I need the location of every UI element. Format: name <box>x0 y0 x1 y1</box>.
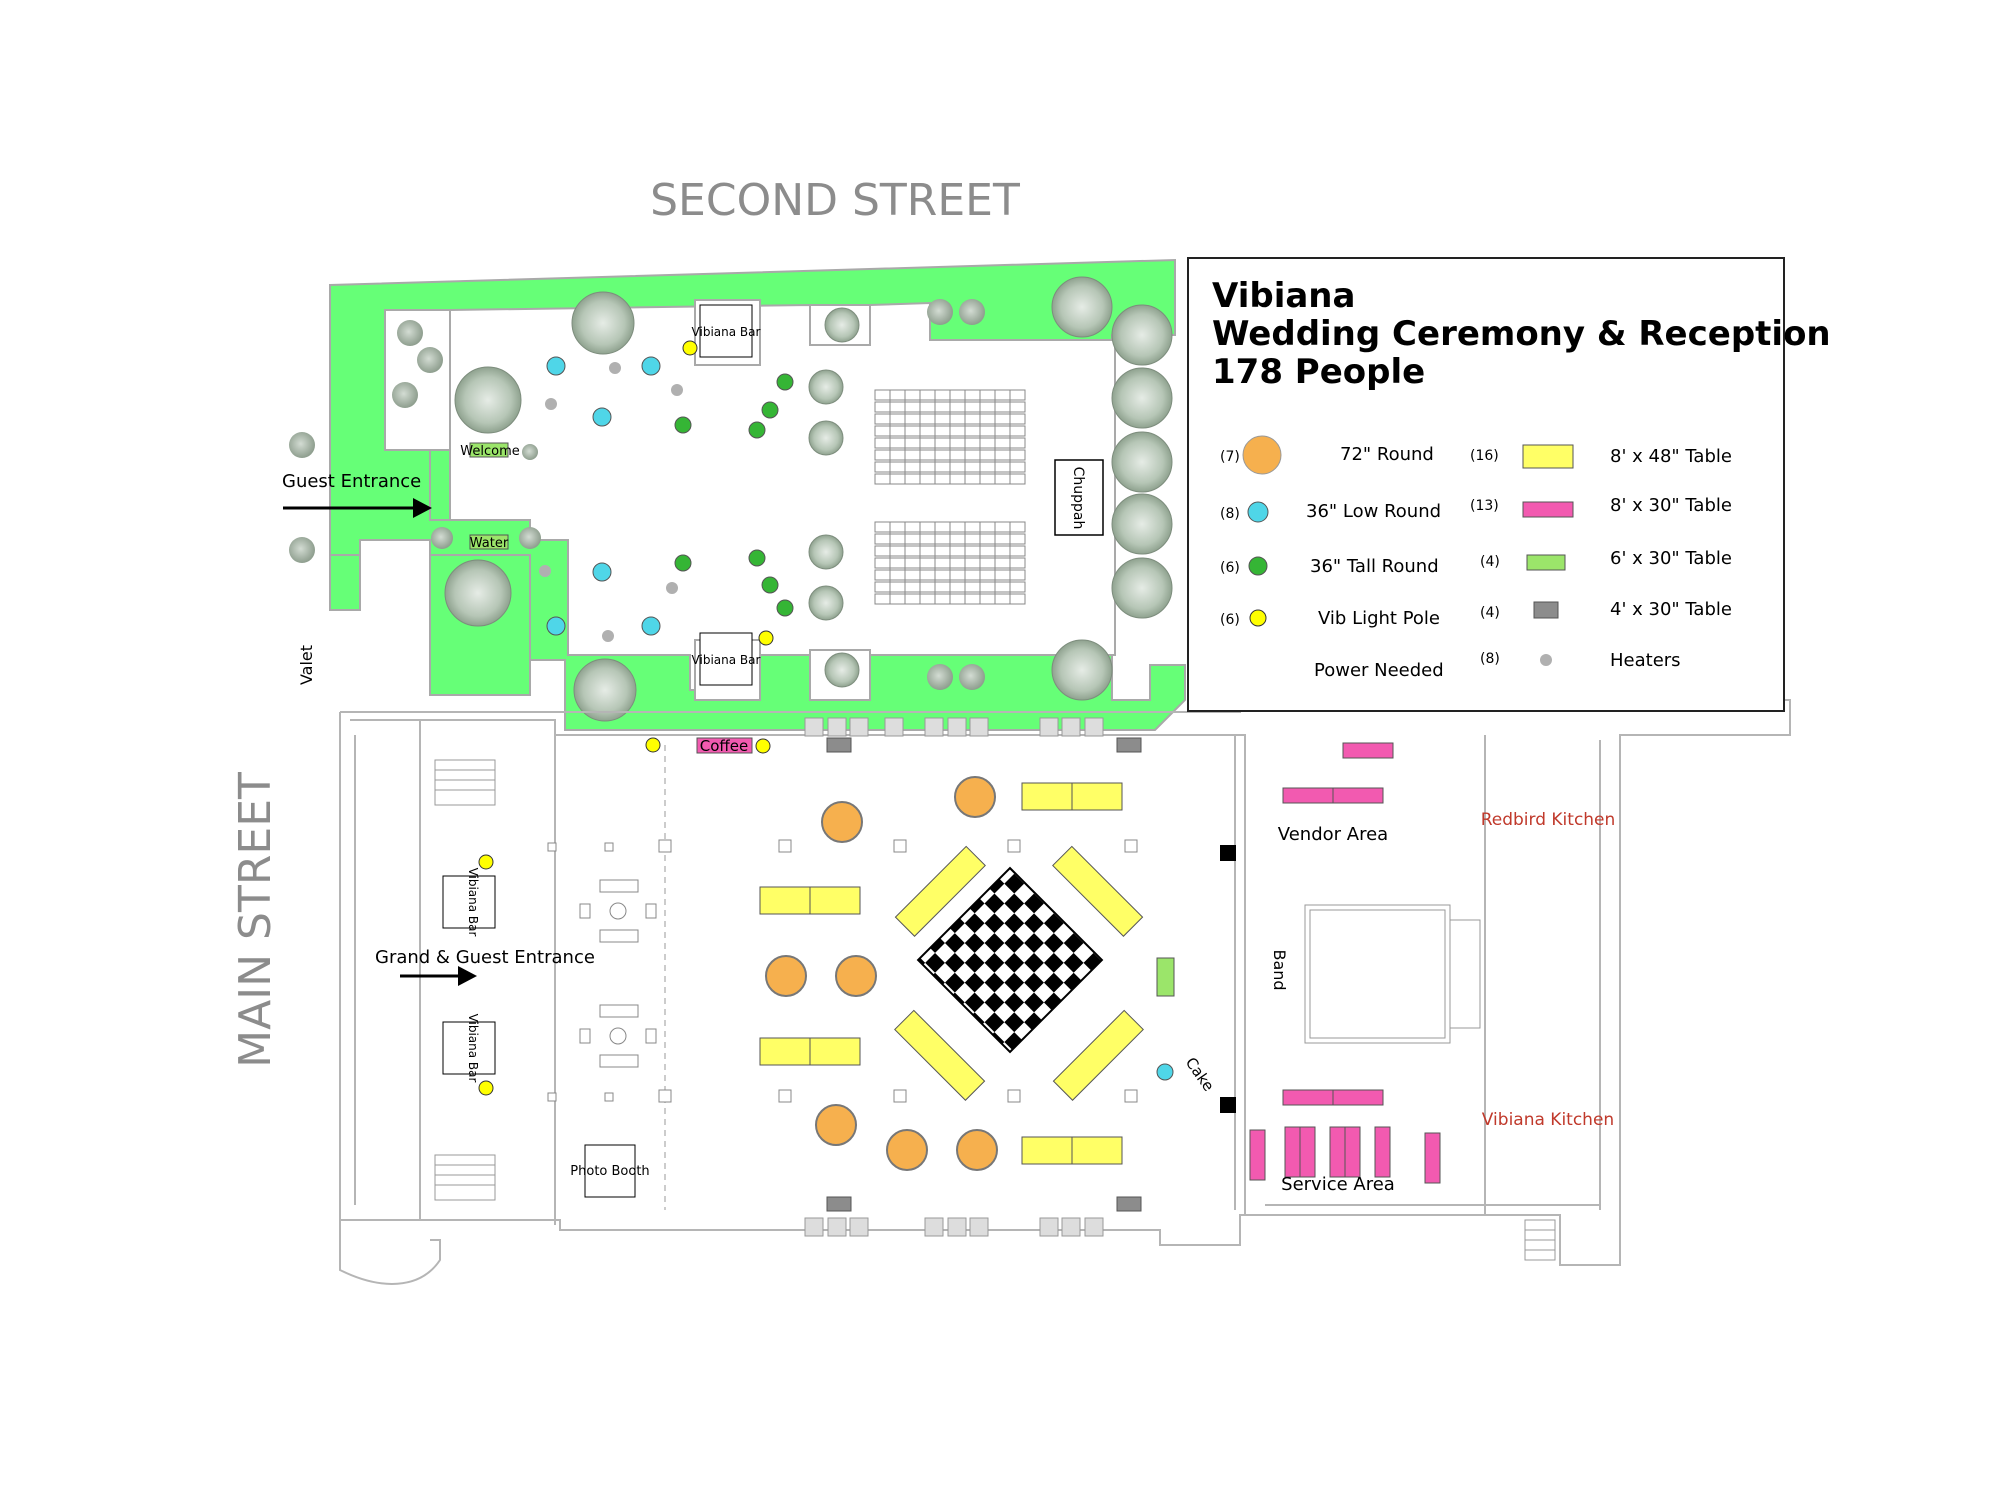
vibiana-bar-courtyard-south <box>699 632 753 686</box>
chuppah <box>1054 459 1104 536</box>
legend-label-lightpole: Vib Light Pole <box>1318 608 1440 629</box>
lounge-furniture <box>579 879 657 1068</box>
guest-entrance <box>283 498 432 518</box>
seat-dividers <box>889 390 1011 604</box>
main-street-label: MAIN STREET <box>230 772 281 1068</box>
legend-count-lowround: (8) <box>1220 506 1240 522</box>
valet-label: Valet <box>297 645 316 685</box>
tall-round-tables <box>674 373 794 617</box>
columns <box>547 839 1138 1103</box>
legend-count-table48: (16) <box>1470 448 1499 464</box>
redbird-kitchen-label: Redbird Kitchen <box>1481 810 1616 830</box>
cake-table <box>1156 1063 1174 1081</box>
four-foot-tables <box>826 737 1142 1212</box>
legend-label-table30: 8' x 30" Table <box>1610 495 1732 516</box>
six-foot-table <box>1156 957 1175 997</box>
legend-swatch-table6 <box>1526 554 1566 571</box>
band-label: Band <box>1270 949 1289 990</box>
legend-label-round72: 72" Round <box>1340 444 1434 465</box>
light-poles-courtyard <box>682 340 774 646</box>
grand-entrance-label: Grand & Guest Entrance <box>375 947 595 968</box>
vibiana-kitchen-label: Vibiana Kitchen <box>1482 1110 1614 1130</box>
guest-entrance-label: Guest Entrance <box>282 471 421 492</box>
legend-label-power: Power Needed <box>1314 660 1444 681</box>
dance-floor <box>916 866 1104 1054</box>
vendor-tables <box>1282 742 1394 804</box>
coffee-label: Coffee <box>700 737 748 755</box>
legend-title-line-3: 178 People <box>1212 352 1425 392</box>
chuppah-label: Chuppah <box>1070 467 1086 530</box>
vibiana-bar-courtyard-north-label: Vibiana Bar <box>692 325 761 339</box>
legend-label-table4: 4' x 30" Table <box>1610 599 1732 620</box>
legend-swatch-lightpole <box>1249 609 1267 627</box>
legend-count-table6: (4) <box>1480 554 1500 570</box>
legend-count-heaters: (8) <box>1480 651 1500 667</box>
courtyard-trees <box>444 276 1173 722</box>
stairs <box>434 759 1556 1261</box>
courtyard-shrubs <box>289 299 985 690</box>
service-area-label: Service Area <box>1281 1174 1395 1195</box>
water-label: Water <box>470 536 509 551</box>
welcome-table <box>469 442 509 458</box>
legend-count-table30: (13) <box>1470 498 1499 514</box>
legend-label-tallround: 36" Tall Round <box>1310 556 1439 577</box>
legend-right: (16) 8' x 48" Table (13) 8' x 30" Table … <box>1470 444 1732 671</box>
round-72-tables <box>765 776 998 1171</box>
legend-left: (7) 72" Round (8) 36" Low Round (6) 36" … <box>1220 435 1444 681</box>
legend-box <box>1187 257 1785 712</box>
building-walls <box>339 699 1791 1285</box>
legend-swatch-heaters <box>1540 654 1552 666</box>
legend-label-heaters: Heaters <box>1610 650 1681 671</box>
legend-label-table48: 8' x 48" Table <box>1610 446 1732 467</box>
welcome-label: Welcome <box>460 444 519 459</box>
vibiana-bar-hall-north-label: Vibiana Bar <box>466 868 480 937</box>
speaker-blocks <box>1220 845 1236 1113</box>
coffee-table <box>696 737 753 754</box>
legend-title-line-2: Wedding Ceremony & Reception <box>1212 314 1831 354</box>
legend-swatch-table48 <box>1522 444 1574 469</box>
legend-swatch-round72 <box>1242 435 1282 475</box>
band-stage <box>1304 904 1481 1044</box>
legend-count-lightpole: (6) <box>1220 612 1240 628</box>
vibiana-bar-hall-north <box>442 875 496 929</box>
vibiana-bar-hall-south-label: Vibiana Bar <box>466 1014 480 1083</box>
low-round-tables <box>546 356 661 636</box>
vibiana-bar-courtyard-south-label: Vibiana Bar <box>692 653 761 667</box>
window-bays <box>804 717 1104 1237</box>
service-tables <box>1249 1089 1441 1184</box>
legend-swatch-tallround <box>1248 556 1268 576</box>
legend-swatch-table4 <box>1533 601 1559 619</box>
cake-label: Cake <box>1182 1054 1218 1095</box>
legend-label-lowround: 36" Low Round <box>1306 501 1441 522</box>
light-poles-hall <box>478 737 771 1096</box>
vendor-area-label: Vendor Area <box>1278 824 1388 845</box>
vibiana-bar-hall-south <box>442 1021 496 1075</box>
legend-swatch-table30 <box>1522 501 1574 518</box>
legend-swatch-lowround <box>1247 501 1269 523</box>
legend-count-table4: (4) <box>1480 605 1500 621</box>
legend-title: Vibiana Wedding Ceremony & Reception 178… <box>1212 276 1831 392</box>
table-48-rows <box>759 782 1144 1165</box>
second-street-label: SECOND STREET <box>650 175 1020 226</box>
heaters-courtyard <box>539 362 683 642</box>
grand-entrance <box>400 966 477 986</box>
water-table <box>469 534 509 550</box>
legend-title-line-1: Vibiana <box>1212 276 1355 316</box>
photo-booth-label: Photo Booth <box>570 1164 649 1179</box>
photo-booth <box>584 1144 636 1198</box>
legend-count-tallround: (6) <box>1220 560 1240 576</box>
legend-label-table6: 6' x 30" Table <box>1610 548 1732 569</box>
legend-count-round72: (7) <box>1220 449 1240 465</box>
vibiana-bar-courtyard-north <box>699 304 753 358</box>
